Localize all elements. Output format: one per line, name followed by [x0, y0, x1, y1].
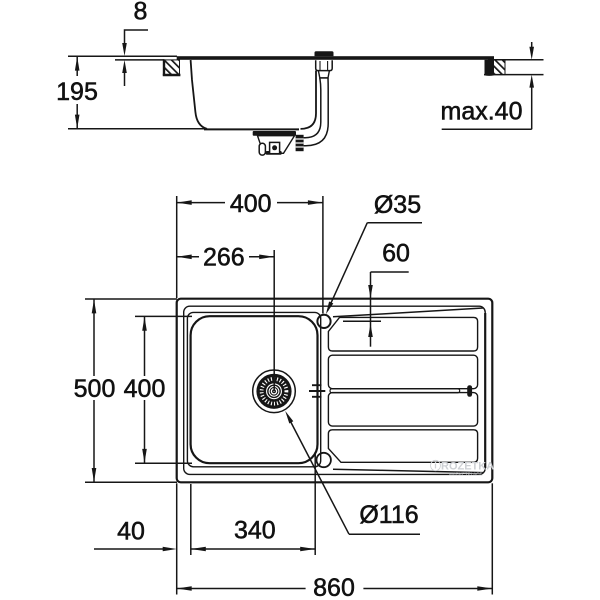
svg-text:Ø116: Ø116	[359, 501, 418, 529]
svg-text:Ø35: Ø35	[374, 191, 421, 219]
svg-text:40: 40	[117, 517, 145, 545]
svg-text:400: 400	[230, 190, 272, 218]
svg-text:860: 860	[313, 574, 355, 600]
svg-text:max.40: max.40	[441, 98, 523, 126]
svg-text:MARKETPLACE: MARKETPLACE	[449, 472, 483, 477]
svg-text:8: 8	[134, 0, 148, 26]
svg-text:195: 195	[56, 78, 98, 106]
svg-text:400: 400	[124, 375, 166, 403]
svg-text:266: 266	[203, 244, 245, 272]
svg-text:60: 60	[382, 239, 410, 267]
svg-text:340: 340	[234, 516, 276, 544]
svg-text:ⓘROZETKA: ⓘROZETKA	[430, 459, 494, 473]
svg-text:500: 500	[74, 375, 116, 403]
